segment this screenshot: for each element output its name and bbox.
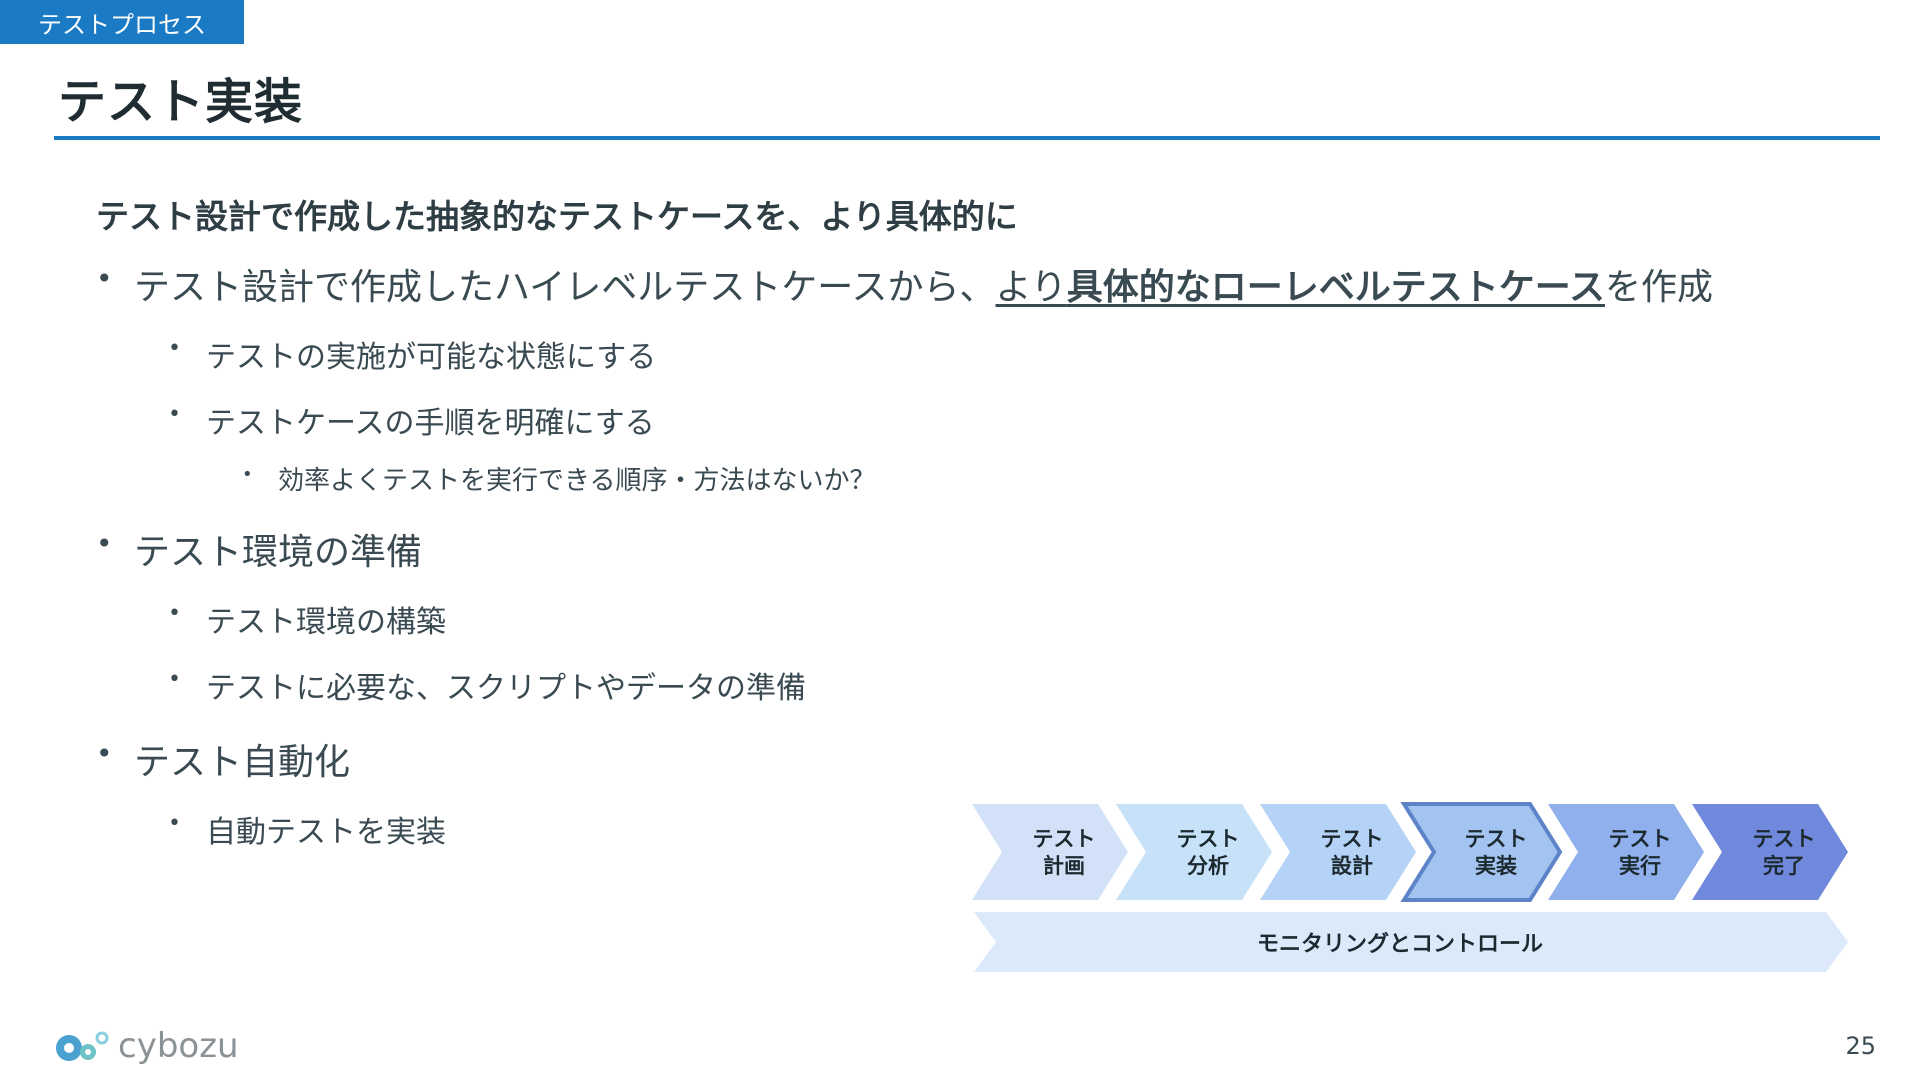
bullet-test-automation: テスト自動化 [96,733,1876,785]
stage-chevron-analysis [1116,804,1272,900]
stage-label-implementation: テスト実装 [1464,827,1528,878]
bullet-test-environment: テスト環境の準備 [96,523,1876,575]
section-tag: テストプロセス [0,0,244,44]
stage-label-planning: テスト計画 [1032,827,1096,878]
stage-chevron-execution [1548,804,1704,900]
emphasized-phrase: より具体的なローレベルテストケース [995,267,1605,308]
monitoring-band [974,912,1848,972]
page-number: 25 [1845,1032,1876,1060]
stage-chevron-completion [1692,804,1848,900]
test-process-diagram: テスト計画 テスト分析 テスト設計 テスト実装 テスト実行 テスト完了 モニタリ… [960,800,1860,990]
cybozu-logo: cybozu [54,1026,239,1066]
bullet-executable-state: テストの実施が可能な状態にする [96,332,1876,376]
bullet-create-test-cases: テスト設計で作成したハイレベルテストケースから、より具体的なローレベルテストケー… [96,258,1876,310]
bullet-list: テスト設計で作成したハイレベルテストケースから、より具体的なローレベルテストケー… [96,258,1876,851]
cybozu-logo-icon [56,1031,109,1061]
stage-label-completion: テスト完了 [1752,827,1816,878]
bullet-scripts-data: テストに必要な、スクリプトやデータの準備 [96,663,1876,707]
page-title: テスト実装 [58,74,304,130]
stage-label-design: テスト設計 [1320,827,1384,878]
bullet-clarify-steps: テストケースの手順を明確にする [96,398,1876,442]
logo-text: cybozu [118,1026,239,1066]
bullet-efficient-order: 効率よくテストを実行できる順序・方法はないか？ [96,460,1876,497]
stage-label-execution: テスト実行 [1608,827,1672,878]
lead-text: テスト設計で作成した抽象的なテストケースを、より具体的に [96,197,1018,236]
stage-chevron-planning [972,804,1128,900]
monitoring-label: モニタリングとコントロール [1256,932,1543,957]
process-chevrons [972,802,1848,972]
stage-chevron-implementation [1400,802,1563,902]
bullet-implement-automated: 自動テストを実装 [96,807,1876,851]
title-divider [54,136,1880,140]
stage-chevron-design [1260,804,1416,900]
bullet-build-environment: テスト環境の構築 [96,597,1876,641]
stage-label-analysis: テスト分析 [1176,827,1240,878]
